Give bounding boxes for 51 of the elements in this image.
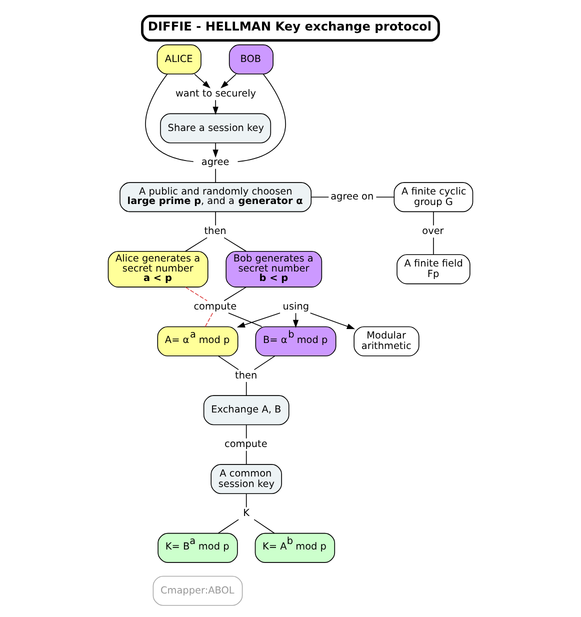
node-text: agree on (330, 192, 374, 203)
node-box: Bob generates a secret number b < p (226, 250, 322, 288)
connector (310, 196, 330, 198)
connector (433, 237, 434, 255)
node-text: agree (201, 157, 230, 168)
node-text: K (243, 508, 250, 519)
node-box: A finite cyclic group G (394, 182, 474, 212)
arrow (212, 142, 218, 158)
node-text: compute (224, 439, 268, 450)
node-text: then (204, 226, 226, 238)
connector (184, 237, 208, 252)
connector (215, 212, 216, 226)
node-box: A common session key (210, 464, 282, 494)
connector (376, 196, 394, 198)
node-box: Modular arithmetic (354, 326, 420, 356)
connector (254, 519, 275, 534)
node-text: want to securely (175, 88, 256, 100)
node-box: A finite field Fp (396, 254, 470, 284)
connector (185, 286, 208, 302)
node-box: BOB (228, 44, 274, 74)
arrow (194, 74, 210, 88)
connector (218, 356, 239, 370)
node-box: Exchange A, B (203, 395, 290, 426)
node-box: Cmapper:ABOL (152, 576, 243, 606)
node-box: A public and randomly choosen large prime p, and a generator α (120, 182, 312, 212)
connector (246, 382, 247, 396)
connector (228, 312, 262, 327)
connector (246, 494, 247, 508)
node-text: compute (194, 301, 237, 312)
node-box: Share a session key (160, 113, 272, 144)
arrow (220, 74, 236, 88)
node-text: over (422, 226, 444, 238)
connector (246, 450, 247, 465)
connector (254, 356, 276, 370)
arrow (212, 100, 218, 115)
connector (145, 74, 194, 162)
node-text: then (235, 370, 258, 382)
connector (224, 286, 246, 302)
connector (224, 237, 247, 252)
node-box: ALICE (156, 44, 202, 74)
connector (237, 74, 286, 162)
arrow (236, 312, 280, 328)
node-text: using (282, 301, 310, 312)
connector (215, 168, 216, 183)
connector (246, 424, 247, 439)
arrow (310, 312, 356, 330)
node-box: Alice generates a secret number a < p (108, 250, 208, 288)
connector (204, 312, 214, 328)
diagram-title: DIFFIE - HELLMAN Key exchange protocol (148, 20, 432, 34)
connector (433, 212, 434, 226)
connector (218, 519, 239, 534)
